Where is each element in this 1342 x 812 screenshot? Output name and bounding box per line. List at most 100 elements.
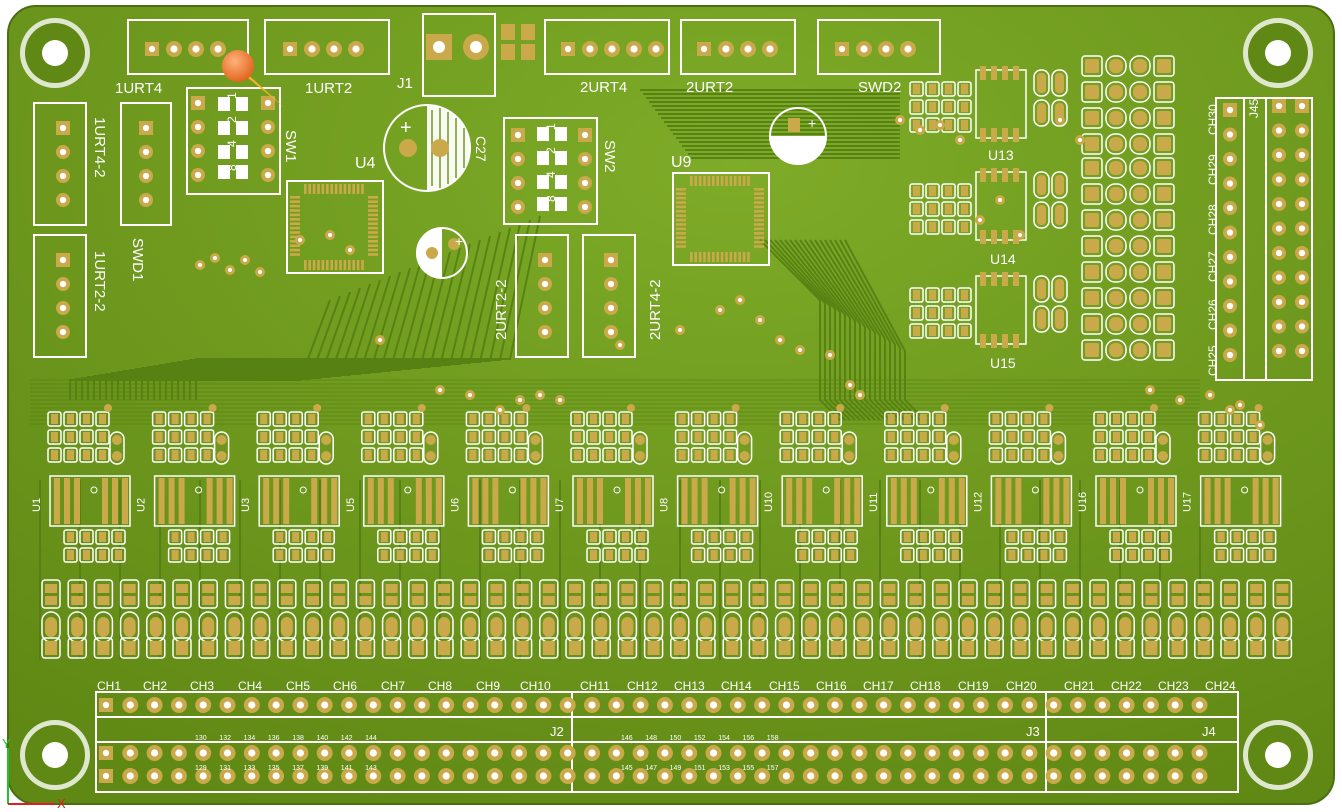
pin-number: 132 (219, 735, 231, 742)
left-connector-1urt4-2: 1URT4-2 (33, 102, 108, 226)
resistor-column (512, 579, 533, 659)
resistor-column (224, 579, 245, 659)
label-u6: U6 (449, 498, 461, 512)
capacitor-small-2: + (769, 107, 827, 165)
label-swd2: SWD2 (858, 79, 901, 96)
pin-number: 133 (244, 765, 256, 772)
pin-number: 142 (341, 735, 353, 742)
pin-number: 136 (268, 735, 280, 742)
channel-label-ch21: CH21 (1064, 679, 1095, 693)
label-ch28: CH28 (1206, 204, 1220, 235)
label-1urt4: 1URT4 (115, 80, 162, 97)
resistor-column (1089, 579, 1109, 659)
resistor-column (853, 579, 873, 659)
unit-block-u2: U2 (136, 404, 236, 563)
label-u5: U5 (345, 498, 357, 512)
top-connector-2urt4: 2URT4 (544, 19, 670, 96)
resistor-column (198, 579, 218, 659)
pin-number: 138 (292, 735, 304, 742)
label-2urt4: 2URT4 (580, 79, 627, 96)
unit-block-u6: U6 (449, 404, 550, 563)
label-u3: U3 (240, 498, 252, 512)
unit-block-u5: U5 (345, 404, 445, 563)
label-c27: C27 (473, 136, 489, 162)
channel-label-ch8: CH8 (428, 679, 452, 693)
svg-text:+: + (808, 115, 816, 131)
capacitor-c27: + C27 (383, 104, 489, 192)
pin-number: 130 (195, 735, 207, 742)
channel-label-ch19: CH19 (958, 679, 989, 693)
unit-block-u8: U8 (659, 404, 759, 563)
top-connector-2urt2: 2URT2 (680, 19, 796, 96)
label-ch29: CH29 (1206, 154, 1220, 185)
label-1urt2-2: 1URT2-2 (91, 251, 108, 312)
pin-number: 158 (767, 735, 779, 742)
unit-block-u3: U3 (240, 404, 340, 563)
resistor-column (408, 579, 428, 659)
capacitor-small-1: + (416, 227, 468, 279)
resistor-column (1220, 579, 1240, 659)
sw1-pin-2: 2 (225, 116, 239, 123)
label-2urt4-2: 2URT4-2 (647, 279, 664, 340)
mounting-holes (20, 18, 1313, 790)
pin-number: 144 (365, 735, 377, 742)
pin-number: 129 (195, 765, 207, 772)
mid-connector-2urt4-2: 2URT4-2 (582, 234, 664, 358)
resistor-column (905, 579, 926, 659)
label-ch27: CH27 (1206, 251, 1220, 282)
resistor-column (250, 579, 271, 659)
pin-number: 140 (317, 735, 329, 742)
smd-pads-near-j1 (501, 24, 535, 60)
label-u16: U16 (1077, 492, 1089, 512)
label-u9: U9 (671, 154, 692, 171)
label-u1: U1 (31, 498, 43, 512)
resistor-column (303, 579, 323, 659)
mounting-hole-bottom-left (20, 720, 90, 790)
label-1urt2: 1URT2 (305, 80, 352, 97)
pin-number: 145 (621, 765, 633, 772)
pin-number: 156 (743, 735, 755, 742)
label-u13: U13 (988, 147, 1014, 163)
pin-number: 139 (317, 765, 329, 772)
resistor-rows (41, 579, 1293, 659)
unit-block-u12: U12 (972, 404, 1073, 563)
unit-block-u7: U7 (554, 404, 654, 563)
resistor-column (1246, 579, 1266, 659)
label-u8: U8 (659, 498, 671, 512)
mounting-hole-top-right (1243, 18, 1313, 88)
channel-label-ch23: CH23 (1158, 679, 1189, 693)
top-connector-1urt2: 1URT2 (264, 19, 390, 97)
resistor-column (932, 579, 952, 659)
resistor-column (93, 579, 114, 659)
resistor-column (1010, 579, 1031, 659)
resistor-column (722, 579, 742, 659)
channel-label-ch10: CH10 (520, 679, 551, 693)
label-u14: U14 (990, 251, 1016, 267)
sw1-pin-4: 4 (225, 140, 239, 147)
resistor-column (958, 579, 978, 659)
pin-number: 131 (219, 765, 231, 772)
dip-switch-sw1: 1 2 4 8 SW1 (186, 87, 299, 195)
resistor-column (1167, 579, 1188, 659)
top-connector-j1: J1 (397, 13, 496, 97)
resistor-column (696, 579, 716, 659)
resistor-column (277, 579, 297, 659)
pin-number: 157 (767, 765, 779, 772)
pin-number: 150 (670, 735, 682, 742)
channel-label-ch7: CH7 (381, 679, 405, 693)
pin-number: 148 (645, 735, 657, 742)
pin-number: 153 (718, 765, 730, 772)
mid-connector-2urt2-2: 2URT2-2 (493, 234, 569, 358)
resistor-column (434, 579, 454, 659)
pin-number: 134 (244, 735, 256, 742)
unit-block-u16: U16 (1077, 404, 1177, 563)
label-u7: U7 (554, 498, 566, 512)
left-connector-1urt2-2: 1URT2-2 (33, 234, 108, 358)
pin-number: 135 (268, 765, 280, 772)
mounting-hole-top-left (20, 18, 90, 88)
resistor-column (984, 579, 1004, 659)
resistor-column (565, 579, 585, 659)
resistor-column (1036, 579, 1057, 659)
